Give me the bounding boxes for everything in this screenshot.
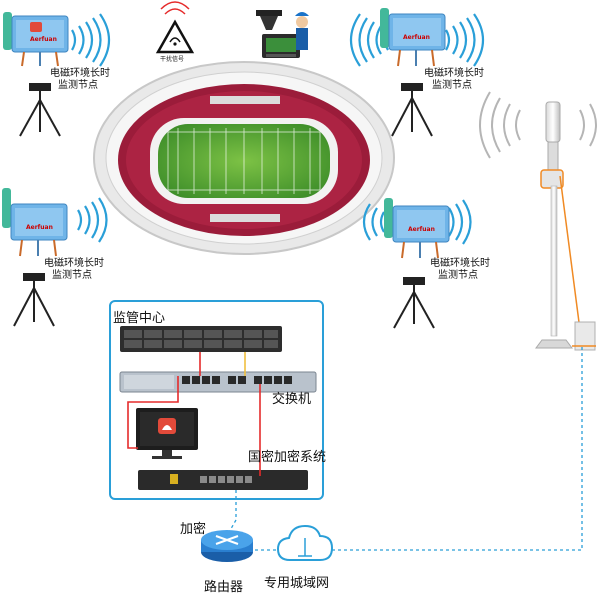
monitor-node-mid-left [2,188,68,327]
server-rack-icon [120,326,282,352]
node-label-line: 电磁环境长时 [50,68,110,79]
node-label-top-left: 电磁环境长时 监测节点 [50,68,110,92]
network-switch-icon [119,371,317,393]
router-label: 路由器 [204,580,244,595]
device-brand: Aerfuan [30,36,57,43]
jammer-device-icon [256,10,309,58]
tripod-icon [13,273,55,327]
crypto-system-label: 国密加密系统 [248,450,327,465]
tripod-icon [393,277,435,329]
device-brand: Aerfuan [26,224,53,231]
crypto-appliance-icon [138,470,308,490]
warning-sign-icon [155,19,195,54]
monitor-node-top-left [3,12,69,137]
switch-label: 交换机 [272,392,312,407]
signal-waves-icon [77,197,108,243]
antenna-pole [535,101,596,351]
antenna-waves-icon [479,91,597,159]
node-label-line: 监测节点 [438,270,478,281]
monitor-node-top-right [380,8,446,137]
signal-waves-icon [71,13,111,67]
node-label-line: 电磁环境长时 [424,68,484,79]
node-label-line: 电磁环境长时 [44,258,104,269]
node-label-line: 监测节点 [432,80,472,91]
monitor-node-mid-right [384,198,450,329]
node-label-line: 电磁环境长时 [430,258,490,269]
device-brand: Aerfuan [403,34,430,41]
stadium [93,61,395,255]
alarm-monitor-icon [136,408,198,459]
network-label: 专用城域网 [264,576,330,591]
node-label-line: 监测节点 [58,80,98,91]
node-label-line: 监测节点 [52,270,92,281]
signal-waves-icon [362,203,385,241]
signal-waves-icon [445,13,485,67]
device-brand: Aerfuan [408,226,435,233]
node-label-mid-left: 电磁环境长时 监测节点 [44,258,104,282]
tripod-icon [19,83,61,137]
router-icon [201,530,253,562]
cables [127,352,261,476]
encrypt-label: 加密 [180,522,207,537]
tripod-icon [391,83,433,137]
node-label-mid-right: 电磁环境长时 监测节点 [430,258,490,282]
jamming-waves-icon [160,1,190,15]
monitoring-center-title: 监管中心 [113,311,166,326]
cloud-icon [276,524,334,561]
warning-sign-text: 干扰信号 [160,56,185,63]
node-label-top-right: 电磁环境长时 监测节点 [424,68,484,92]
